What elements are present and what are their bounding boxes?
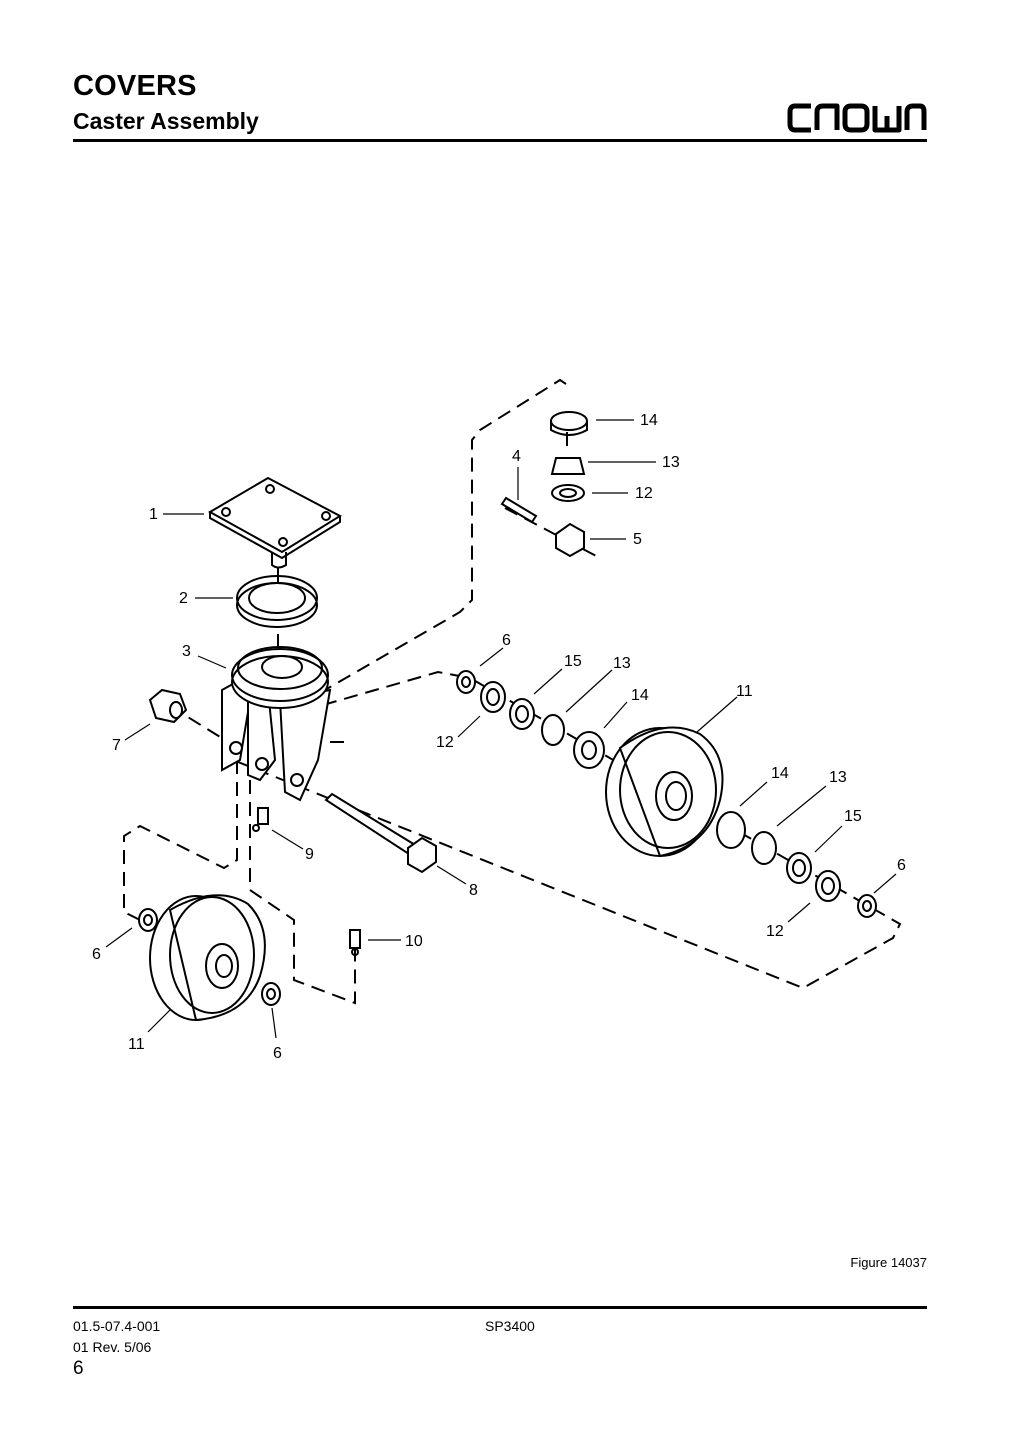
page-number: 6 — [73, 1358, 84, 1379]
callout-7: 7 — [112, 737, 121, 754]
exploded-parts-diagram: 14 13 4 12 1 5 2 6 15 13 3 14 11 7 12 14… — [92, 378, 906, 1062]
callout-15: 15 — [564, 653, 582, 670]
callout-14: 14 — [631, 687, 649, 704]
callout-14: 14 — [640, 412, 658, 429]
part-axle-bolt — [324, 792, 437, 874]
callout-13: 13 — [662, 454, 680, 471]
callout-labels: 14 13 4 12 1 5 2 6 15 13 3 14 11 7 12 14… — [92, 412, 906, 1062]
assembly-dash-lines — [123, 378, 902, 1005]
page-subtitle: Caster Assembly — [73, 108, 259, 134]
callout-9: 9 — [305, 846, 314, 863]
callout-3: 3 — [182, 643, 191, 660]
callout-12: 12 — [766, 923, 784, 940]
callout-6: 6 — [273, 1045, 282, 1062]
part-grease-fittings — [252, 807, 361, 956]
callout-leader-lines — [105, 419, 897, 1039]
callout-8: 8 — [469, 882, 478, 899]
part-left-wheel — [149, 894, 266, 1022]
callout-5: 5 — [633, 531, 642, 548]
callout-2: 2 — [179, 590, 188, 607]
footer-revision: 01 Rev. 5/06 — [73, 1339, 152, 1355]
callout-11: 11 — [736, 683, 753, 700]
part-right-wheel — [605, 726, 724, 858]
callout-13: 13 — [829, 769, 847, 786]
footer-rule — [73, 1306, 927, 1309]
part-ring — [236, 575, 318, 628]
part-mounting-plate — [207, 476, 343, 569]
callout-12: 12 — [436, 734, 454, 751]
callout-6: 6 — [502, 632, 511, 649]
footer-model: SP3400 — [485, 1318, 535, 1334]
callout-10: 10 — [405, 933, 423, 950]
callout-11: 11 — [128, 1036, 145, 1053]
header-rule — [73, 139, 927, 142]
figure-reference: Figure 14037 — [850, 1255, 927, 1270]
footer-doc-number: 01.5-07.4-001 — [73, 1318, 161, 1334]
callout-12: 12 — [635, 485, 653, 502]
callout-13: 13 — [613, 655, 631, 672]
callout-4: 4 — [512, 448, 521, 465]
part-hex-nut — [148, 688, 188, 724]
crown-logo — [787, 103, 927, 133]
callout-1: 1 — [149, 506, 158, 523]
callout-15: 15 — [844, 808, 862, 825]
page-title: COVERS — [73, 70, 197, 102]
part-caster-fork — [221, 646, 332, 802]
part-top-stack — [500, 411, 588, 558]
callout-6: 6 — [92, 946, 101, 963]
callout-6: 6 — [897, 857, 906, 874]
callout-14: 14 — [771, 765, 789, 782]
part-washers-bearings — [138, 670, 877, 1006]
